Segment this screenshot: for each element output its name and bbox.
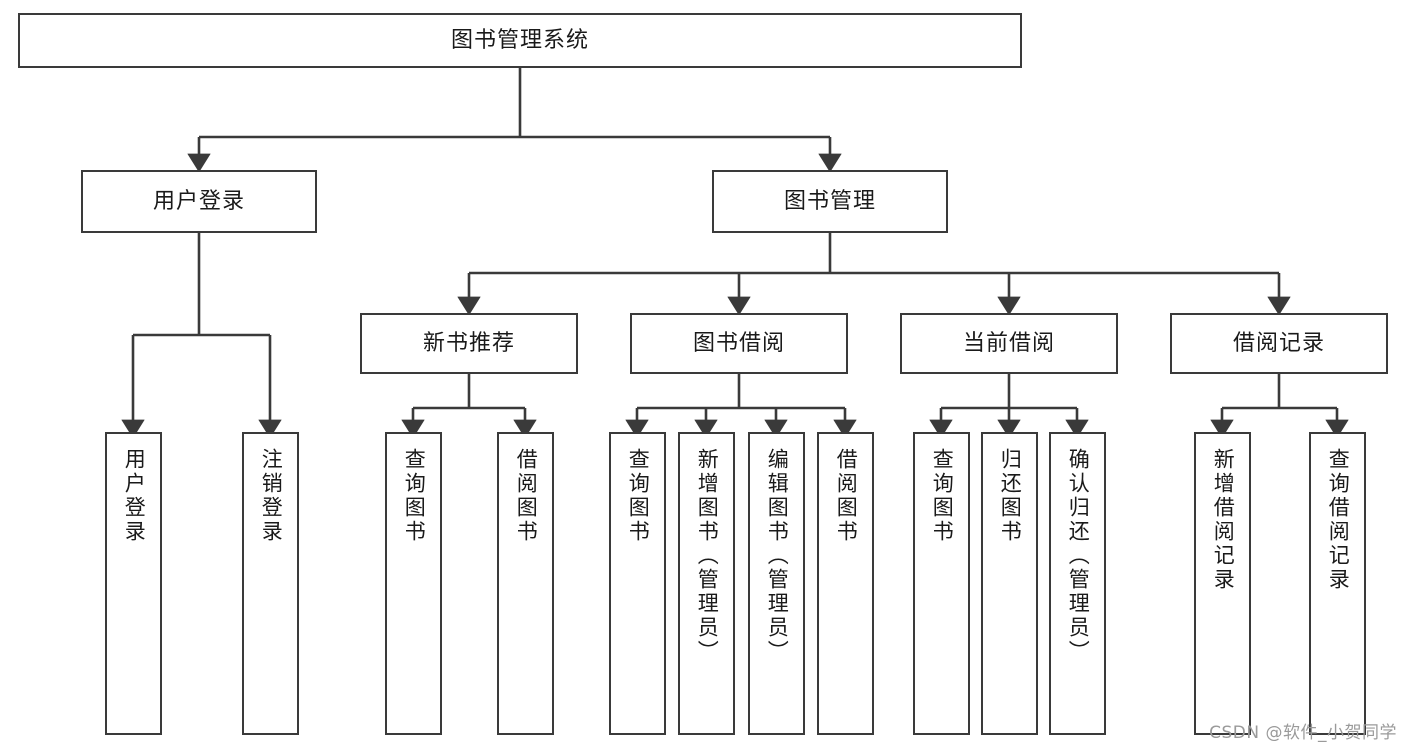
node-label: 新增借阅记录 xyxy=(1211,448,1236,592)
node-label: 图书借阅 xyxy=(692,330,785,356)
leaf-new-book-borrow[interactable]: 借阅图书 xyxy=(497,432,554,735)
node-book-borrow[interactable]: 图书借阅 xyxy=(630,313,848,374)
watermark: CSDN @软件_小贺同学 xyxy=(1209,723,1397,743)
node-label: 编辑图书（管理员） xyxy=(765,448,790,664)
node-label: 归还图书 xyxy=(998,448,1023,544)
leaf-current-confirm-return-admin[interactable]: 确认归还（管理员） xyxy=(1049,432,1106,735)
node-label: 图书管理 xyxy=(783,188,876,214)
node-root-book-management-system[interactable]: 图书管理系统 xyxy=(18,13,1022,68)
node-label: 注销登录 xyxy=(259,448,284,544)
leaf-borrow-edit-book-admin[interactable]: 编辑图书（管理员） xyxy=(748,432,805,735)
node-label: 新书推荐 xyxy=(422,330,515,356)
node-label: 查询图书 xyxy=(402,448,427,544)
leaf-borrow-query-book[interactable]: 查询图书 xyxy=(609,432,666,735)
node-label: 借阅图书 xyxy=(834,448,859,544)
node-user-login[interactable]: 用户登录 xyxy=(81,170,317,233)
node-label: 查询图书 xyxy=(930,448,955,544)
node-label: 用户登录 xyxy=(152,188,245,214)
node-borrow-record[interactable]: 借阅记录 xyxy=(1170,313,1388,374)
leaf-record-query-borrow-record[interactable]: 查询借阅记录 xyxy=(1309,432,1366,735)
node-label: 当前借阅 xyxy=(962,330,1055,356)
leaf-current-query-book[interactable]: 查询图书 xyxy=(913,432,970,735)
node-label: 新增图书（管理员） xyxy=(695,448,720,664)
node-label: 查询借阅记录 xyxy=(1326,448,1351,592)
node-label: 用户登录 xyxy=(122,448,147,544)
node-label: 查询图书 xyxy=(626,448,651,544)
leaf-current-return-book[interactable]: 归还图书 xyxy=(981,432,1038,735)
node-book-management[interactable]: 图书管理 xyxy=(712,170,948,233)
leaf-user-login-login[interactable]: 用户登录 xyxy=(105,432,162,735)
leaf-record-add-borrow-record[interactable]: 新增借阅记录 xyxy=(1194,432,1251,735)
leaf-new-book-query[interactable]: 查询图书 xyxy=(385,432,442,735)
node-label: 确认归还（管理员） xyxy=(1066,448,1091,664)
node-new-book-recommend[interactable]: 新书推荐 xyxy=(360,313,578,374)
node-label: 借阅记录 xyxy=(1232,330,1325,356)
node-current-borrow[interactable]: 当前借阅 xyxy=(900,313,1118,374)
leaf-user-login-logout[interactable]: 注销登录 xyxy=(242,432,299,735)
leaf-borrow-borrow-book[interactable]: 借阅图书 xyxy=(817,432,874,735)
leaf-borrow-add-book-admin[interactable]: 新增图书（管理员） xyxy=(678,432,735,735)
node-label: 图书管理系统 xyxy=(450,27,589,53)
node-label: 借阅图书 xyxy=(514,448,539,544)
